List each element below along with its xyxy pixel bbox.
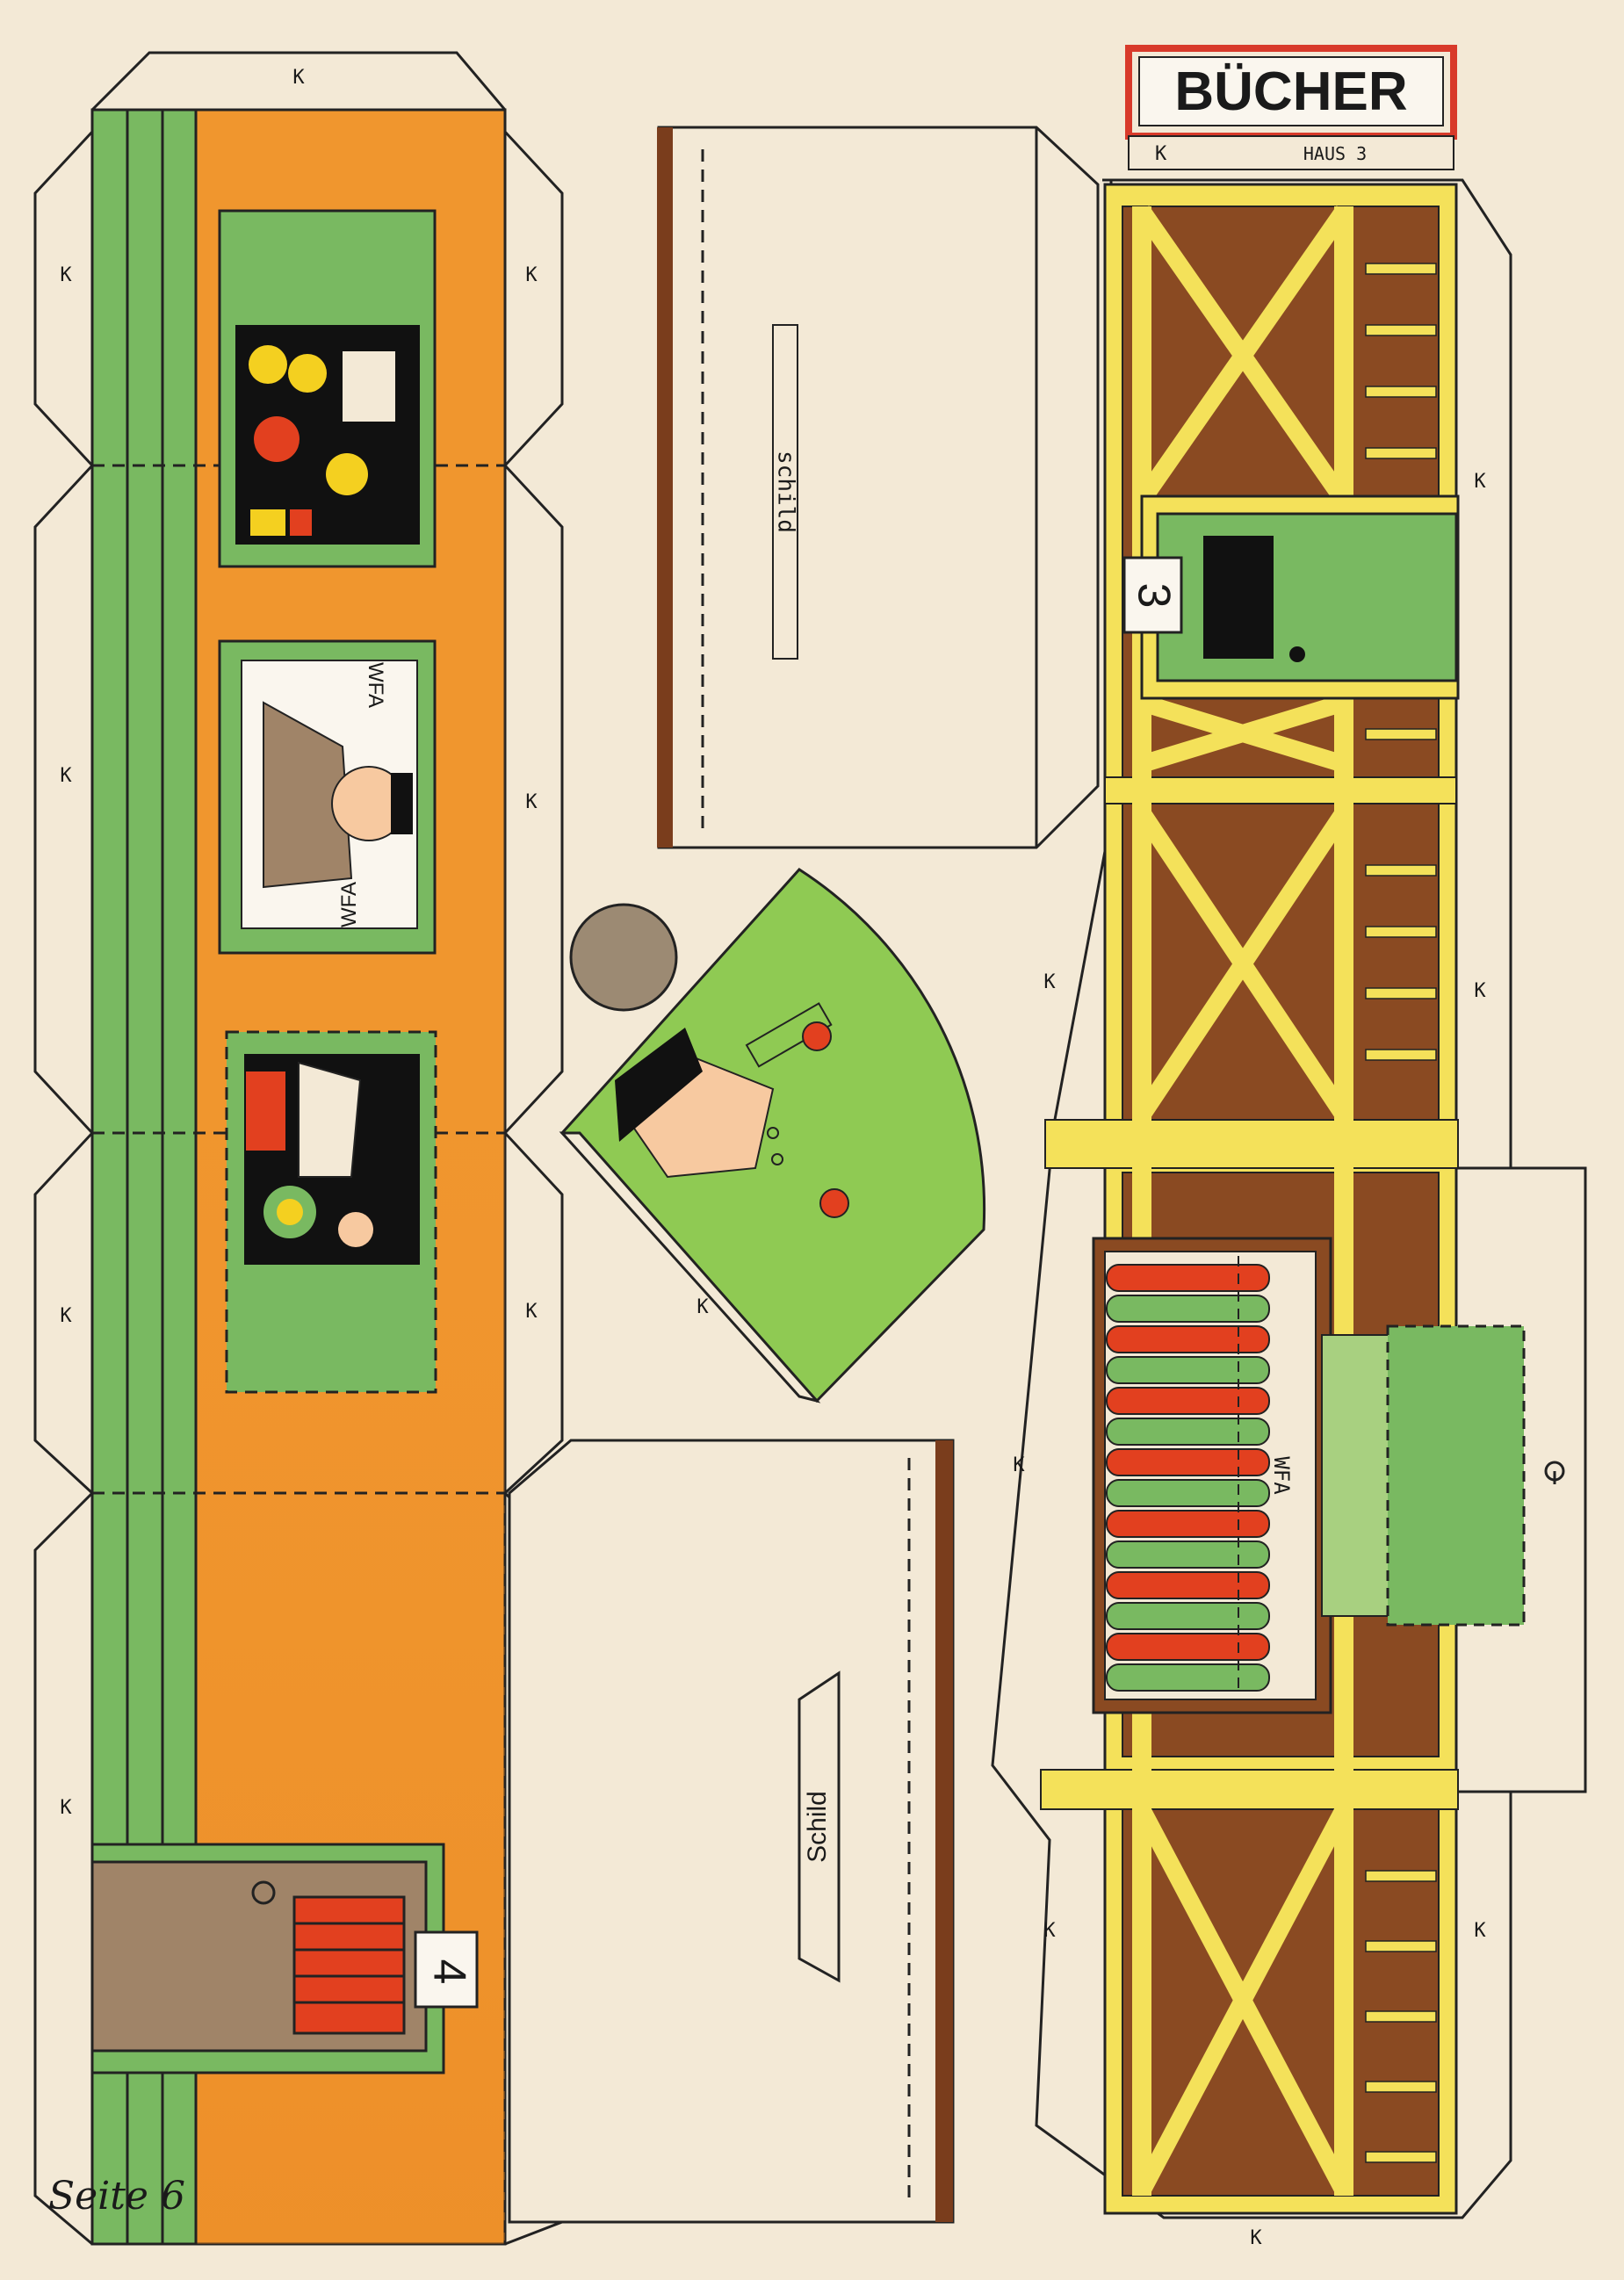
door-4: 4 [90,1843,479,2074]
glue-mark: K [1474,1920,1486,1942]
glue-mark: K [525,791,538,813]
poster-text-bottom: WFA [337,882,361,927]
glue-mark: K [60,1305,72,1327]
schild-label-upper: schild [773,451,799,533]
sign-panel-upper: schild [657,126,1100,849]
glue-mark: K [697,1296,709,1318]
glue-mark: K [1043,1920,1056,1942]
schild-label-lower: Schild [803,1791,832,1863]
glue-mark: K [292,67,305,89]
shop-sign-sub: HAUS 3 [1303,143,1367,164]
door-number-4: 4 [423,1959,474,1985]
truss-beams [1134,206,1352,2196]
awning-text: WFA [1269,1456,1294,1495]
shop-awning: WFA [1092,1237,1565,1714]
glue-marks-right: K K K K K K K [1013,471,1486,2249]
shop-sign: BÜCHER K HAUS 3 [1125,45,1457,170]
shop-window-ship [225,1030,437,1394]
figure-head-disc [569,903,678,1012]
glue-mark: K [1250,2227,1262,2249]
shop-sign-text: BÜCHER [1174,61,1407,122]
poster-text-top: WFA [364,662,387,708]
glue-mark: K [1474,471,1486,493]
shop-window-poster: WFA WFA [218,639,437,955]
glue-mark: K [525,264,538,286]
glue-mark: K [1155,143,1167,165]
sign-panel-lower: Schild [508,1439,955,2224]
door-3: 3 [1122,494,1460,700]
house-facade: BÜCHER K HAUS 3 [991,45,1587,2249]
door-number-3: 3 [1128,583,1179,609]
glue-mark: K [1043,971,1056,993]
page-label: Seite 6 [48,2174,185,2219]
wall-strip: WFA WFA 4 K K [33,51,564,2246]
glue-mark: K [60,765,72,787]
glue-mark: K [60,264,72,286]
glue-mark: K [525,1301,538,1323]
glue-marks-left: K K K K K K K K [60,67,538,1819]
glue-mark: K [1474,980,1486,1002]
glue-mark: K [1013,1454,1025,1476]
glue-mark: K [60,1797,72,1819]
shop-window-toys [218,209,437,568]
figure-cone: K [559,868,986,1403]
ladder-rungs [1365,263,1437,2163]
